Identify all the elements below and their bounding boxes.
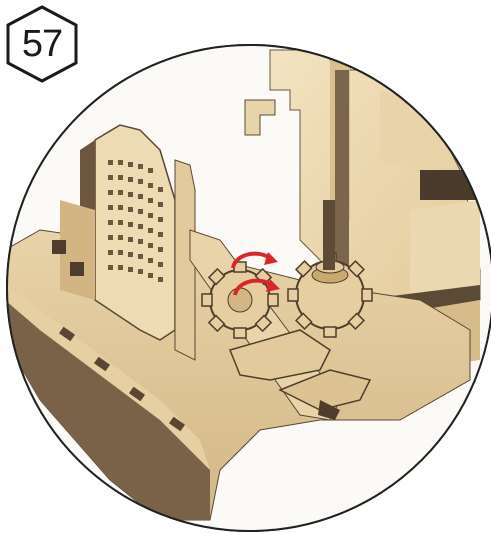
model-parts <box>0 40 491 533</box>
